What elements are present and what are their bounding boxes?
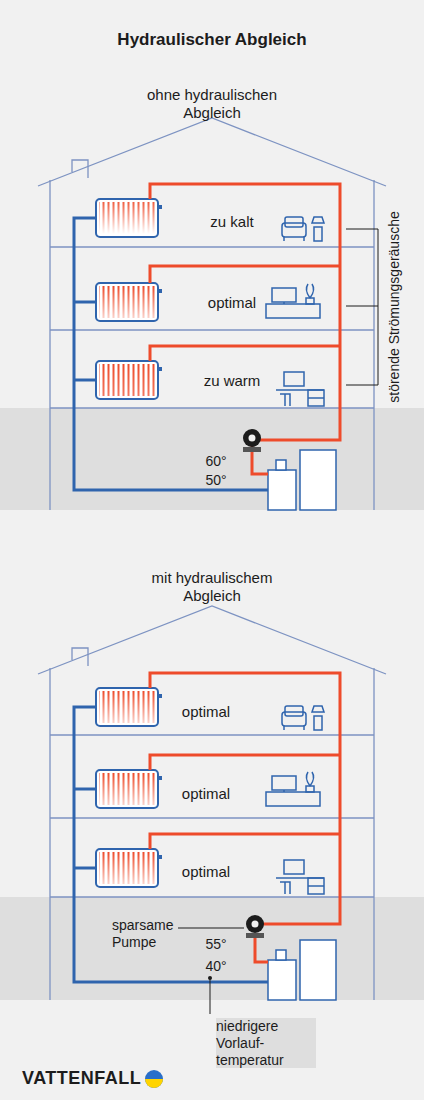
section-heading: ohne hydraulischen Abgleich: [127, 86, 297, 122]
temperature-note: niedrigere Vorlauf- temperatur: [216, 1018, 316, 1068]
room-state: optimal: [182, 785, 230, 803]
room-state: zu warm: [204, 372, 261, 390]
room-state: optimal: [182, 703, 230, 721]
flow-temp: 55°: [205, 936, 226, 953]
flow-temp: 60°: [205, 453, 226, 470]
return-temp: 50°: [205, 472, 226, 489]
noise-note: störende Strömungsgeräusche: [386, 211, 403, 402]
room-state: optimal: [208, 294, 256, 312]
brand-name: VATTENFALL: [22, 1068, 141, 1090]
section-heading: mit hydraulischem Abgleich: [127, 569, 297, 605]
pump-note: sparsame Pumpe: [112, 917, 176, 951]
room-state: optimal: [182, 863, 230, 881]
diagram-title: Hydraulischer Abgleich: [117, 30, 306, 50]
room-state: zu kalt: [210, 213, 253, 231]
return-temp: 40°: [205, 958, 226, 975]
